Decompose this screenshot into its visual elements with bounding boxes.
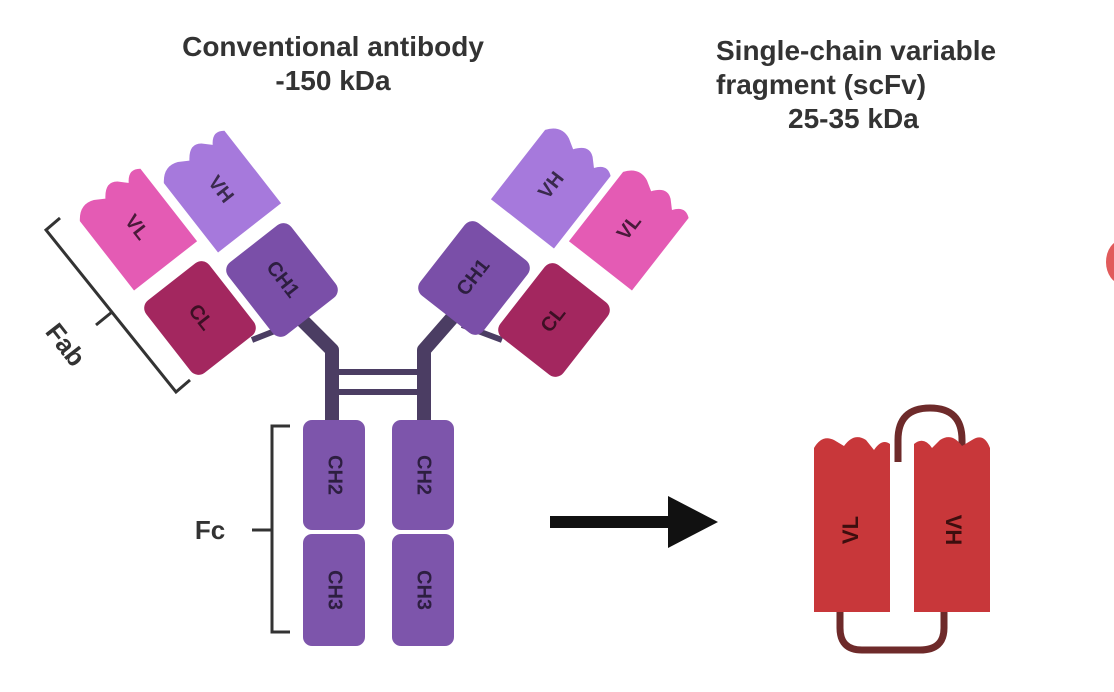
fc-label: Fc [195, 515, 225, 545]
scfv-vl-domain: VL [814, 437, 890, 612]
conversion-arrow [550, 496, 718, 548]
svg-text:CH2: CH2 [324, 455, 346, 495]
right-vl-domain: VL [568, 163, 693, 291]
conventional-title-line1: Conventional antibody [182, 31, 484, 62]
left-ch2-domain: CH2 [303, 420, 365, 530]
scfv-title-line1: Single-chain variable [716, 35, 997, 66]
right-ch3-domain: CH3 [392, 534, 454, 646]
left-ch3-domain: CH3 [303, 534, 365, 646]
right-ch2-domain: CH2 [392, 420, 454, 530]
right-cl-domain: CL [498, 263, 610, 377]
scfv-vh-domain: VH [914, 437, 990, 612]
hinge-region [250, 313, 504, 425]
svg-text:CH2: CH2 [413, 455, 435, 495]
left-ch1-domain: CH1 [226, 223, 338, 337]
cropped-edge-shape [1106, 242, 1114, 282]
scfv-title-line2: fragment (scFv) [716, 69, 927, 100]
svg-text:CH3: CH3 [413, 570, 435, 610]
right-ch1-domain: CH1 [418, 221, 530, 335]
svg-text:VL: VL [838, 516, 863, 544]
left-cl-domain: CL [144, 261, 256, 375]
left-vl-domain: VL [73, 163, 198, 291]
scfv-linker [836, 404, 966, 654]
conventional-antibody-title: Conventional antibody -150 kDa [148, 30, 518, 98]
conventional-title-line2: -150 kDa [275, 65, 391, 96]
left-heavy-chain-hinge [295, 313, 339, 425]
svg-text:CH3: CH3 [324, 570, 346, 610]
right-vh-domain: VH [490, 121, 615, 249]
fab-label: Fab [40, 317, 92, 372]
svg-text:VH: VH [941, 515, 966, 546]
fc-bracket: Fc [195, 424, 290, 634]
scfv-title-line3: 25-35 kDa [788, 103, 919, 134]
right-heavy-chain-hinge [417, 313, 458, 425]
left-vh-domain: VH [157, 125, 282, 253]
scfv-title: Single-chain variable fragment (scFv) 25… [700, 34, 1080, 136]
